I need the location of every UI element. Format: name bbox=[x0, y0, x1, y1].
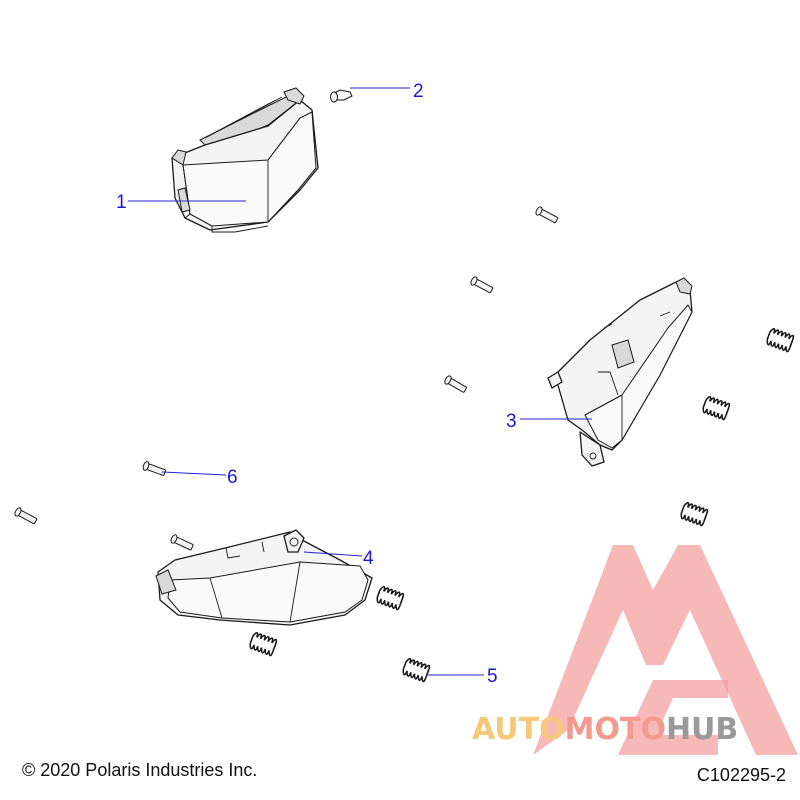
spring-5c bbox=[376, 585, 405, 611]
screw-6e bbox=[470, 276, 494, 294]
callout-4-number: 4 bbox=[363, 548, 374, 569]
drawing-number: C102295-2 bbox=[696, 765, 786, 785]
spring-5e bbox=[702, 395, 731, 421]
part-5-springs bbox=[249, 327, 795, 683]
screw-6f bbox=[535, 206, 559, 224]
spring-5f bbox=[766, 327, 795, 353]
part-2-bolt bbox=[330, 89, 353, 103]
callout-6-leader bbox=[161, 471, 227, 476]
screw-6d bbox=[444, 375, 467, 393]
callout-5-number: 5 bbox=[487, 666, 498, 687]
spring-5b bbox=[249, 631, 278, 657]
wordmark-auto: AUTO bbox=[472, 712, 565, 747]
part-1-headlight bbox=[171, 87, 319, 233]
screw-6c bbox=[170, 534, 194, 551]
part-3-turn-lamp-right bbox=[547, 277, 693, 467]
wordmark-moto: MOTO bbox=[564, 712, 666, 747]
screw-6b bbox=[14, 507, 38, 525]
screw-6a bbox=[142, 461, 167, 476]
part-6-screws bbox=[14, 206, 559, 551]
part-4-turn-lamp-left bbox=[155, 529, 373, 626]
callout-1-number: 1 bbox=[116, 192, 127, 213]
callout-6-number: 6 bbox=[227, 467, 238, 488]
callout-4-leader bbox=[303, 551, 363, 557]
wordmark-hub: HUB bbox=[665, 712, 739, 747]
copyright-notice: © 2020 Polaris Industries Inc. bbox=[22, 760, 258, 780]
automotohub-logo bbox=[533, 545, 798, 755]
callout-2-number: 2 bbox=[413, 81, 424, 102]
automotohub-wordmark: AUTOMOTOHUB bbox=[472, 712, 738, 747]
spring-5d bbox=[680, 501, 709, 527]
callout-3-number: 3 bbox=[506, 411, 517, 432]
spring-5a bbox=[402, 657, 431, 683]
